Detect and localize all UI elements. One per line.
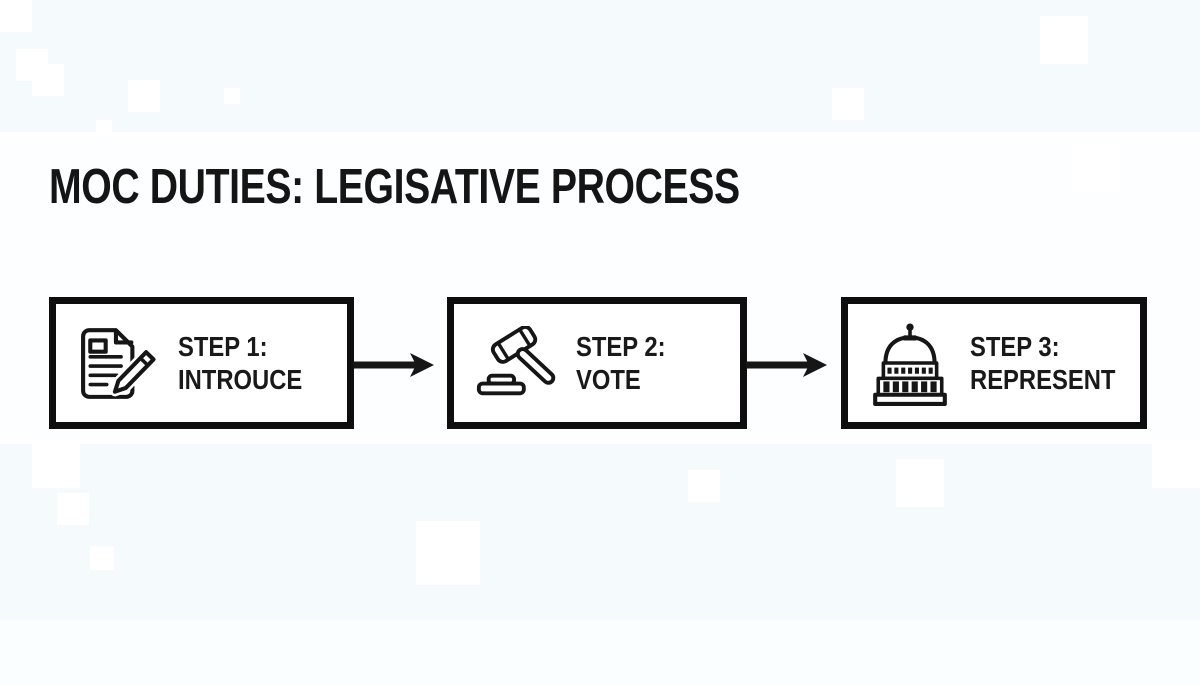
step-labels: STEP 2: VOTE bbox=[576, 330, 681, 396]
arrow-right-icon bbox=[353, 353, 434, 377]
step-box-introduce: STEP 1: INTROUCE bbox=[49, 297, 354, 429]
step-number-label: STEP 1: bbox=[178, 331, 268, 362]
background-strip bbox=[0, 620, 1200, 685]
step-labels: STEP 3: REPRESENT bbox=[970, 330, 1141, 396]
arrow-right-icon bbox=[746, 353, 827, 377]
step-box-represent: STEP 3: REPRESENT bbox=[841, 297, 1147, 429]
step-action-label: REPRESENT bbox=[970, 364, 1116, 395]
step-number-label: STEP 3: bbox=[970, 331, 1060, 362]
step-number-label: STEP 2: bbox=[576, 331, 666, 362]
page-title: MOC DUTIES: LEGISATIVE PROCESS bbox=[49, 160, 740, 214]
step-action-label: VOTE bbox=[576, 364, 641, 395]
document-pencil-icon bbox=[74, 315, 162, 411]
step-labels: STEP 1: INTROUCE bbox=[178, 330, 324, 396]
step-action-label: INTROUCE bbox=[178, 364, 303, 395]
background-texture-blocks bbox=[0, 0, 32, 32]
step-box-vote: STEP 2: VOTE bbox=[447, 297, 747, 429]
capitol-building-icon bbox=[866, 315, 954, 411]
gavel-icon bbox=[472, 315, 560, 411]
